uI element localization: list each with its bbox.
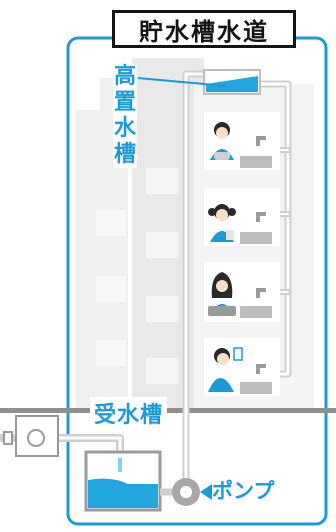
diagram-title: 貯水槽水道	[112, 10, 296, 48]
elevated-tank-label: 高 置 水 槽	[113, 64, 137, 168]
elevated-tank-label-char: 置	[113, 90, 136, 115]
long-hair-woman-icon	[208, 272, 236, 316]
floor-1-room	[204, 112, 280, 170]
short-hair-person-icon	[210, 122, 234, 160]
elevated-tank-label-char: 槽	[113, 142, 136, 167]
pigtail-girl-icon	[208, 204, 236, 242]
receiving-tank	[84, 450, 162, 512]
pump-label: ポンプ	[212, 479, 275, 503]
receiving-tank-label: 受水槽	[90, 397, 168, 429]
elevated-tank	[137, 69, 261, 95]
elevated-tank-label-char: 水	[113, 116, 136, 141]
ground-line	[0, 408, 336, 413]
pump-icon	[172, 478, 212, 506]
elevated-tank-label-char: 高	[113, 64, 136, 89]
water-meter	[3, 415, 59, 457]
background-buildings	[76, 58, 204, 410]
man-with-glass-icon	[208, 347, 243, 392]
